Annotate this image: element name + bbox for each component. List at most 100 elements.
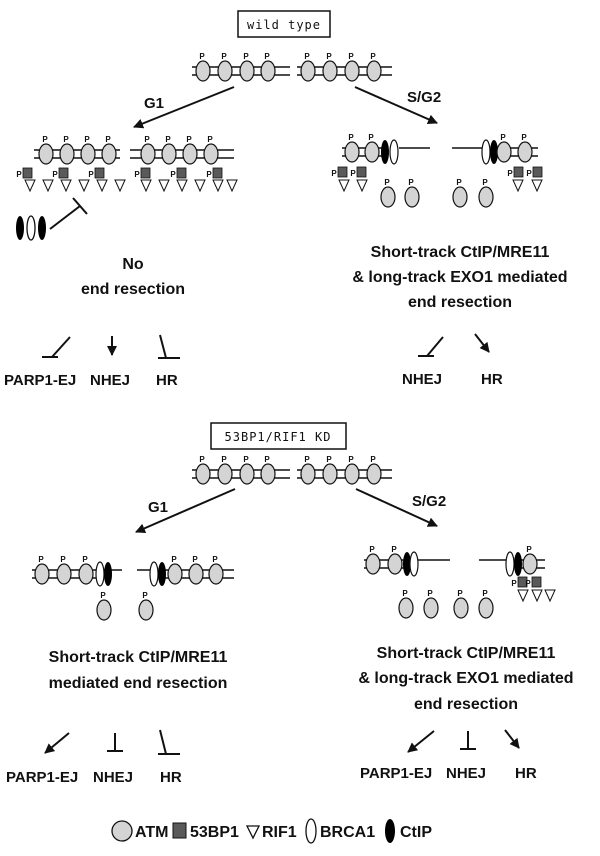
phospho-label: P <box>105 135 111 144</box>
atm-protein <box>56 563 72 585</box>
wild-type-sg2-label: S/G2 <box>407 89 441 106</box>
rif1-protein <box>60 179 72 193</box>
legend-rif1-symbol <box>245 825 261 840</box>
phospho-label: P <box>500 133 506 142</box>
phospho-label: P <box>457 589 463 598</box>
kd-sg2-label: S/G2 <box>412 493 446 510</box>
phospho-label: P <box>521 133 527 142</box>
53bp1-protein <box>94 167 105 179</box>
atm-protein <box>398 597 414 619</box>
rif1-protein <box>24 179 36 193</box>
atm-protein <box>203 143 219 165</box>
phospho-label: P <box>304 455 310 464</box>
atm-protein <box>80 143 96 165</box>
atm-protein <box>101 143 117 165</box>
53bp1-protein <box>517 576 528 588</box>
wild-type-g1-outcome-line2: end resection <box>81 281 185 298</box>
kd-sg2-pathway-symbols <box>407 729 520 753</box>
legend-atm-symbol <box>111 820 133 842</box>
53bp1-protein <box>532 166 543 178</box>
rif1-protein <box>158 179 170 193</box>
phospho-label: P <box>100 591 106 600</box>
atm-protein <box>300 463 316 485</box>
kd-g1-pathway-hr: HR <box>160 769 182 786</box>
kd-sg2-arrow <box>355 488 438 527</box>
legend-ctip-symbol <box>385 819 395 843</box>
phospho-label: P <box>84 135 90 144</box>
phospho-label: P <box>511 579 517 588</box>
atm-protein <box>522 553 538 575</box>
phospho-label: P <box>408 178 414 187</box>
phospho-label: P <box>507 169 513 178</box>
atm-protein <box>34 563 50 585</box>
53bp1-protein <box>531 576 542 588</box>
phospho-label: P <box>264 52 270 61</box>
atm-protein <box>380 186 396 208</box>
kd-g1-outcome-line1: Short-track CtIP/MRE11 <box>49 649 228 666</box>
wild-type-g1-pathway-symbols <box>42 334 180 359</box>
wild-type-sg2-pathway-symbols <box>418 333 490 357</box>
atm-protein <box>140 143 156 165</box>
rif1-protein <box>517 589 529 603</box>
atm-protein <box>452 186 468 208</box>
phospho-label: P <box>402 589 408 598</box>
kd-g1-pathway-parp1-ej: PARP1-EJ <box>6 769 78 786</box>
phospho-label: P <box>348 133 354 142</box>
53bp1-protein <box>337 166 348 178</box>
phospho-label: P <box>82 555 88 564</box>
phospho-label: P <box>63 135 69 144</box>
atm-protein <box>478 186 494 208</box>
phospho-label: P <box>368 133 374 142</box>
legend-atm-label: ATM <box>135 824 168 841</box>
wild-type-sg2-pathway-nhej: NHEJ <box>402 371 442 388</box>
phospho-label: P <box>456 178 462 187</box>
rif1-protein <box>226 179 238 193</box>
rif1-protein <box>512 179 524 193</box>
phospho-label: P <box>384 178 390 187</box>
ctip-protein <box>104 562 112 586</box>
phospho-label: P <box>186 135 192 144</box>
phospho-label: P <box>482 589 488 598</box>
legend: ATM 53BP1 RIF1 BRCA1 CtIP <box>111 818 432 844</box>
brca1-protein <box>409 551 419 577</box>
phospho-label: P <box>207 135 213 144</box>
rif1-protein <box>78 179 90 193</box>
phospho-label: P <box>370 455 376 464</box>
atm-protein <box>322 60 338 82</box>
wild-type-sg2-outcome-line3: end resection <box>408 294 512 311</box>
brca1-protein <box>95 561 105 587</box>
kd-title-box <box>210 422 347 450</box>
rif1-protein <box>531 589 543 603</box>
phospho-label: P <box>391 545 397 554</box>
atm-protein <box>364 141 380 163</box>
atm-protein <box>239 463 255 485</box>
phospho-label: P <box>326 455 332 464</box>
kd-title: 53BP1/RIF1 KD <box>225 430 332 444</box>
wild-type-sg2-arrow <box>354 86 438 124</box>
phospho-label: P <box>212 555 218 564</box>
53bp1-protein <box>212 167 223 179</box>
rif1-protein <box>140 179 152 193</box>
atm-protein <box>344 141 360 163</box>
kd-sg2-outcome-line3: end resection <box>414 696 518 713</box>
phospho-label: P <box>199 52 205 61</box>
atm-protein <box>167 563 183 585</box>
atm-protein <box>96 599 112 621</box>
atm-protein <box>365 553 381 575</box>
brca1-protein <box>149 561 159 587</box>
wild-type-g1-arrow <box>133 86 235 129</box>
53bp1-protein <box>140 167 151 179</box>
kd-sg2-pathway-nhej: NHEJ <box>446 765 486 782</box>
atm-protein <box>217 60 233 82</box>
brca1-protein <box>481 139 491 165</box>
legend-53bp1-label: 53BP1 <box>190 824 239 841</box>
rif1-protein <box>96 179 108 193</box>
wild-type-g1-pathway-nhej: NHEJ <box>90 372 130 389</box>
wild-type-g1-label: G1 <box>144 95 164 112</box>
atm-protein <box>423 597 439 619</box>
legend-brca1-symbol <box>305 818 317 844</box>
kd-g1-outcome-line2: mediated end resection <box>49 675 228 692</box>
